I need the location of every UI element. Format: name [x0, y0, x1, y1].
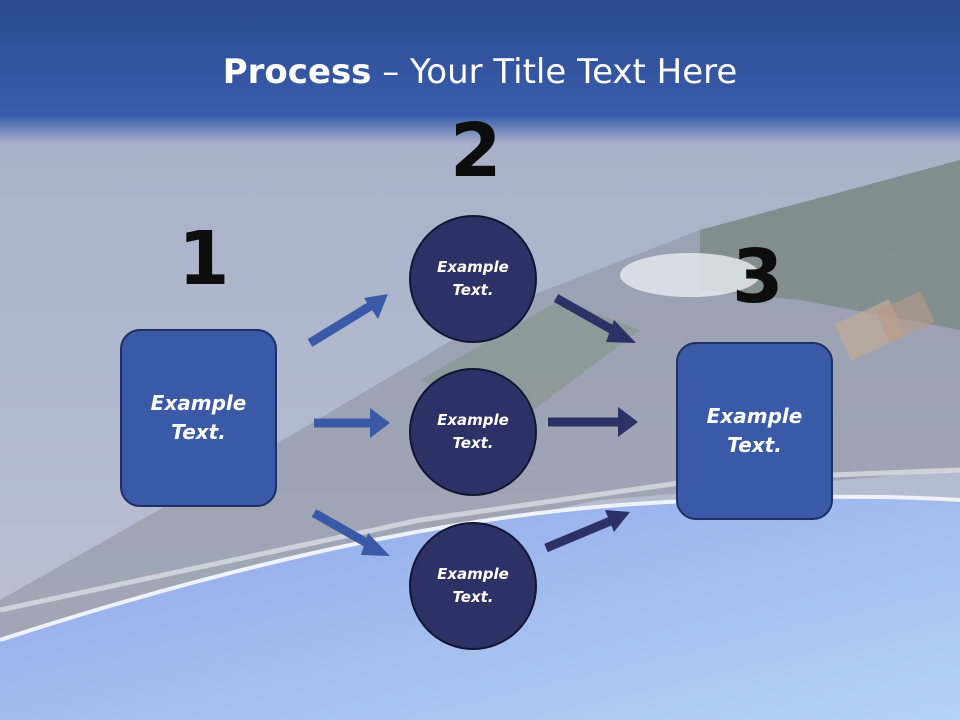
circle-middle-line1: Example — [437, 411, 509, 429]
end-box-line1: Example — [706, 404, 803, 428]
end-box-line2: Text. — [727, 433, 782, 457]
start-box-line2: Text. — [171, 420, 226, 444]
title-rest: – Your Title Text Here — [371, 52, 738, 92]
arrow-mid-left — [314, 408, 390, 438]
page-title: Process – Your Title Text Here — [0, 52, 960, 92]
arrow-up-left — [307, 294, 388, 347]
arrow-mid-right — [548, 407, 638, 437]
circle-top-line1: Example — [437, 258, 509, 276]
circle-middle-line2: Text. — [452, 434, 494, 452]
arrow-up-right — [553, 294, 636, 343]
arrow-down-left — [311, 509, 390, 556]
step-number-1: 1 — [178, 216, 230, 302]
step-number-2: 2 — [450, 108, 502, 194]
start-box-line1: Example — [150, 391, 247, 415]
step-number-3: 3 — [732, 234, 784, 320]
title-bold: Process — [222, 52, 372, 92]
circle-top-line2: Text. — [452, 281, 494, 299]
arrow-down-right — [544, 510, 630, 553]
circle-bottom-line2: Text. — [452, 588, 494, 606]
circle-bottom-line1: Example — [437, 565, 509, 583]
